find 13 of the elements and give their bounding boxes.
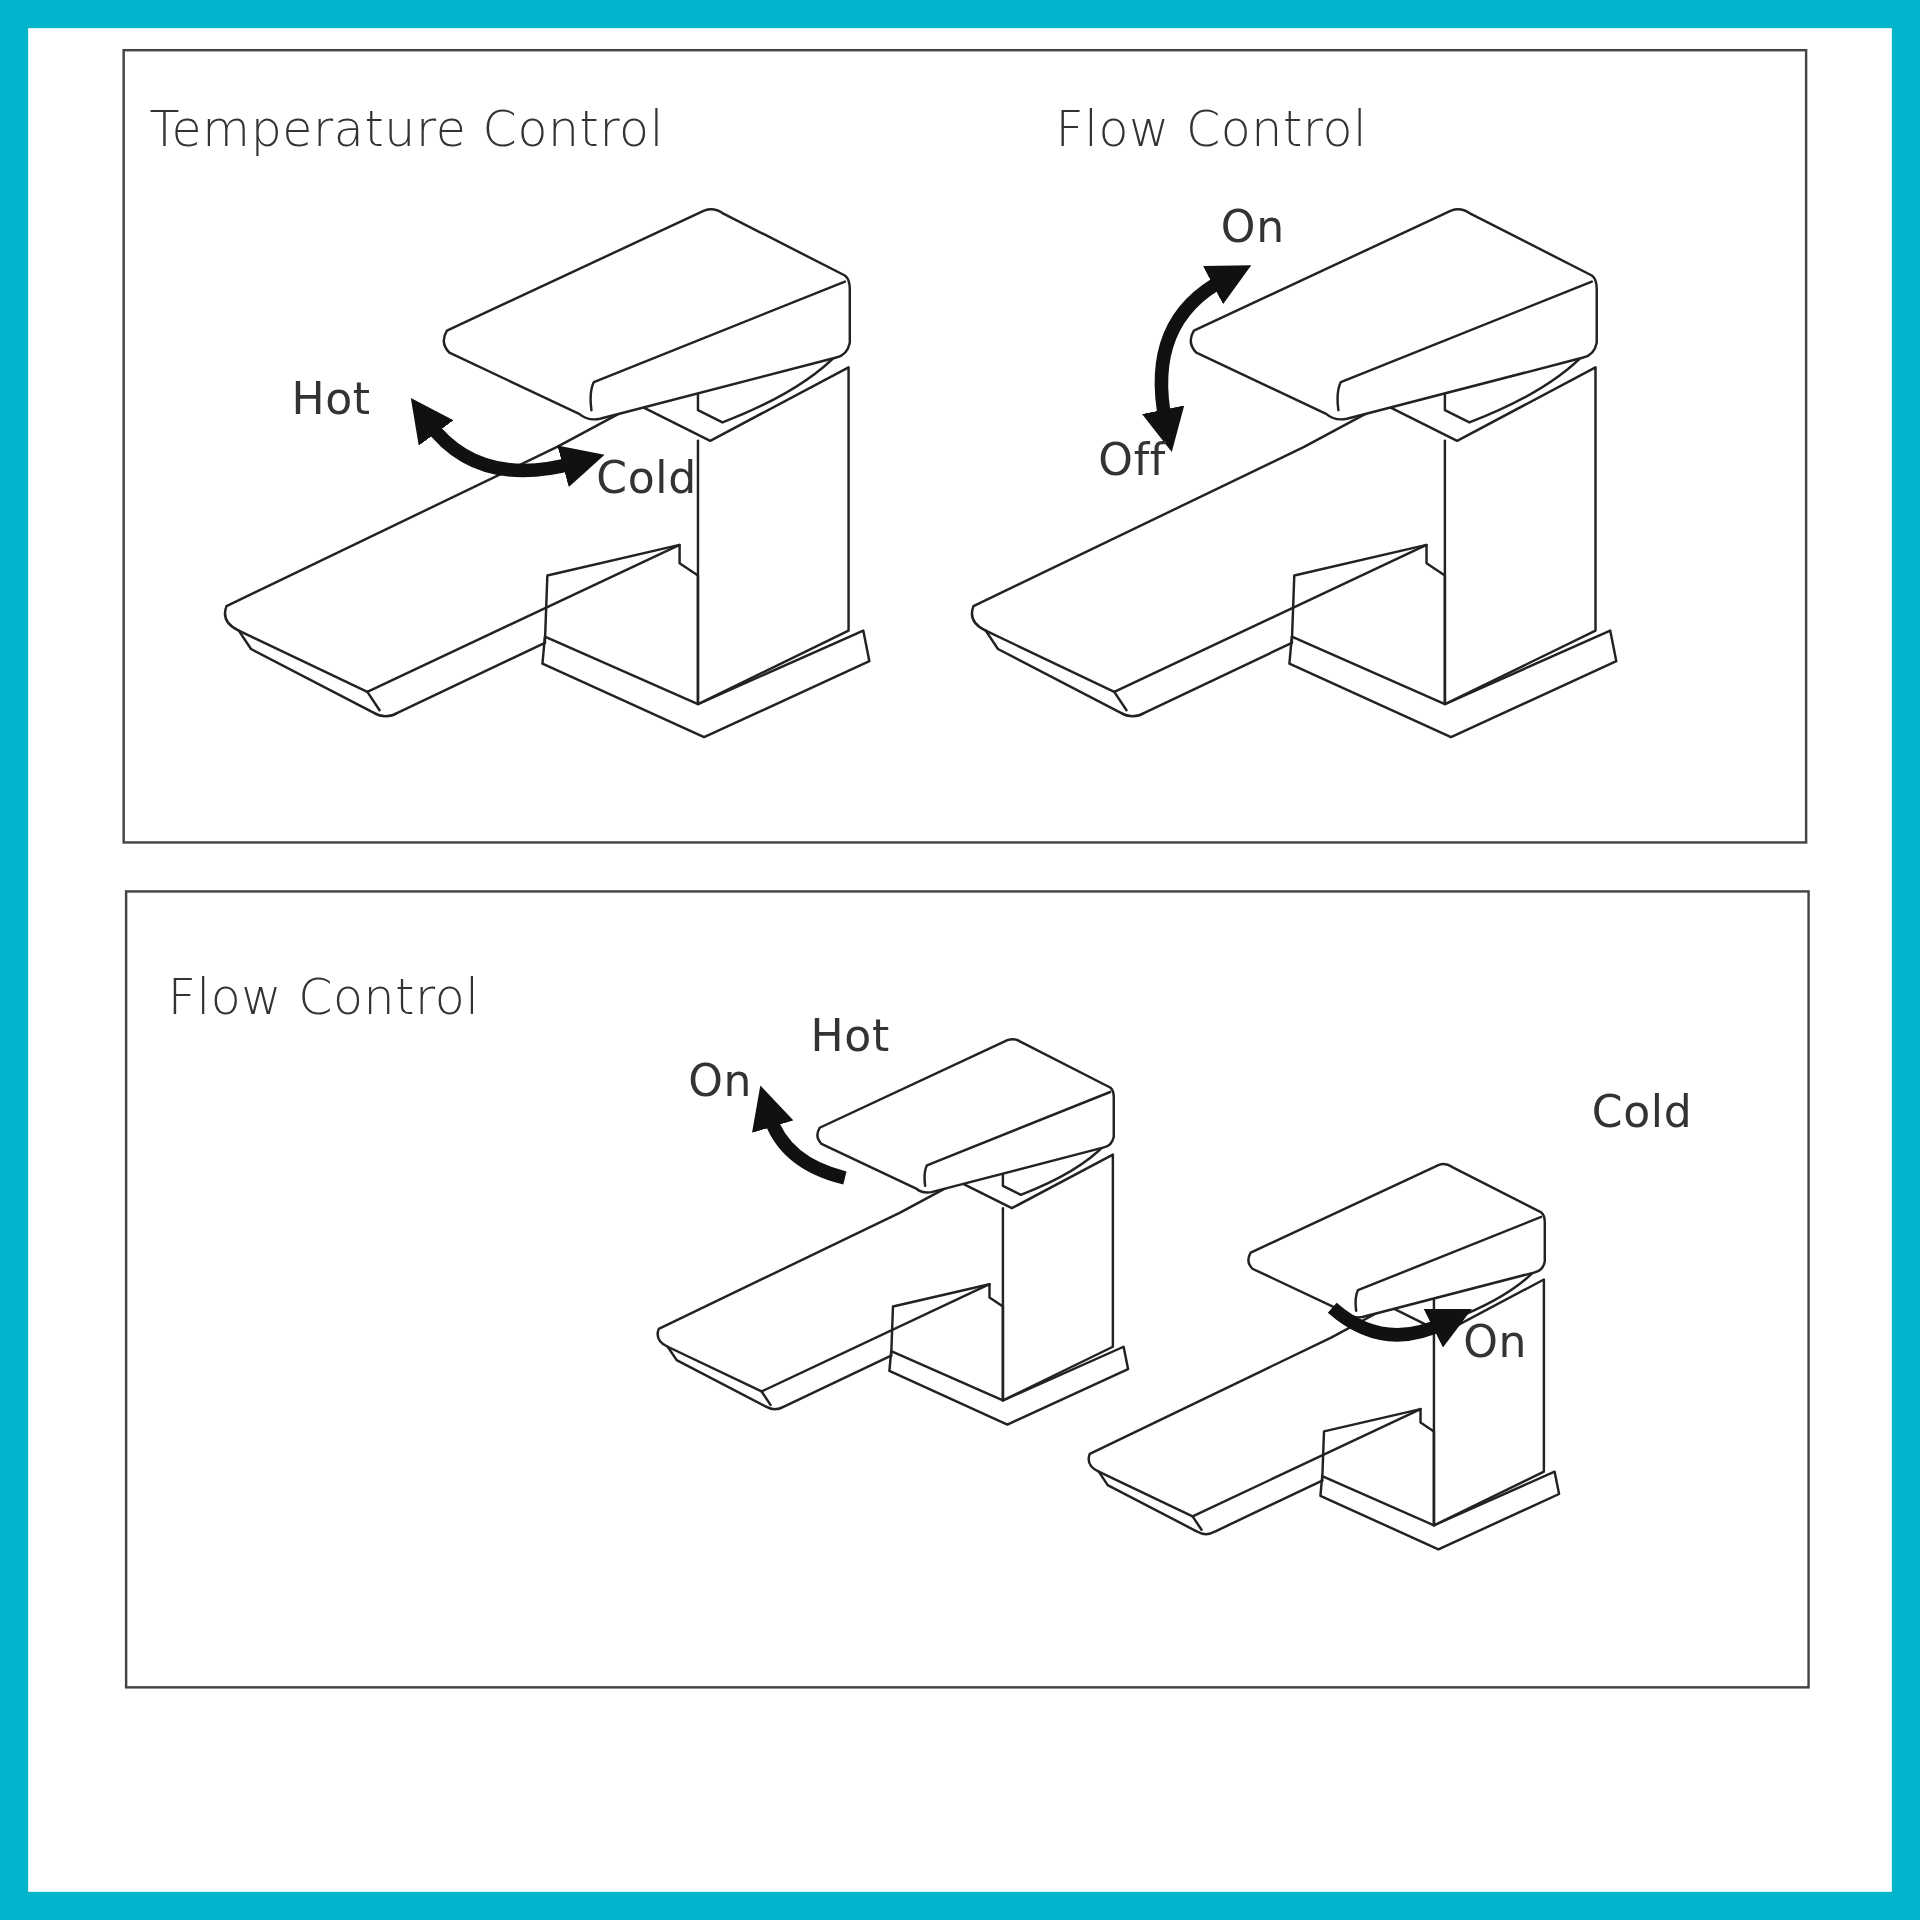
direction-label: Cold xyxy=(1591,1086,1693,1137)
panel-heading: Flow Control xyxy=(167,968,480,1025)
direction-label: Cold xyxy=(596,453,697,504)
panel-heading: Temperature Control xyxy=(149,100,664,157)
panel-heading: Flow Control xyxy=(1055,100,1368,157)
direction-label: On xyxy=(1463,1316,1528,1367)
direction-label: Hot xyxy=(291,373,371,424)
direction-label: Off xyxy=(1098,434,1166,485)
panel-box xyxy=(124,890,1810,1689)
direction-label: On xyxy=(1220,202,1285,253)
panel-box xyxy=(122,49,1808,844)
direction-label: On xyxy=(688,1055,753,1106)
direction-label: Hot xyxy=(810,1010,890,1061)
